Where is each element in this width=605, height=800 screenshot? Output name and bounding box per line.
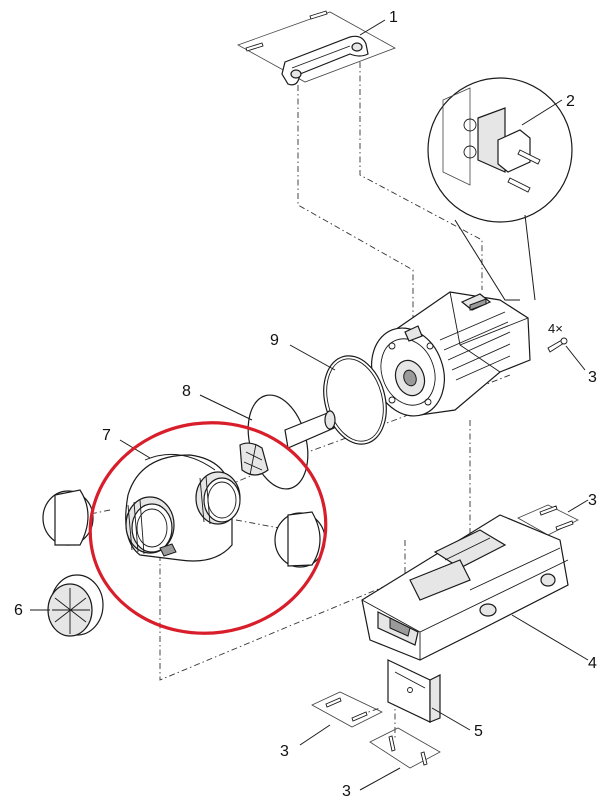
- motor-housing: [371, 291, 531, 417]
- label-3-bottom: 3: [342, 783, 351, 800]
- part-3-screw-top-right: [547, 337, 586, 371]
- highlight-ellipse: [88, 421, 328, 635]
- strainer-discs: [42, 489, 326, 568]
- label-3-bottom-left: 3: [280, 743, 289, 760]
- part-1-handle: [237, 10, 396, 86]
- label-3-right: 3: [588, 492, 597, 509]
- label-quantity-4x: 4×: [548, 321, 563, 336]
- part-4-base: [361, 514, 589, 661]
- label-9: 9: [270, 332, 279, 349]
- part-7-pump-housing: [119, 439, 241, 562]
- label-6: 6: [14, 602, 23, 619]
- label-7: 7: [102, 427, 111, 444]
- label-4: 4: [588, 655, 597, 672]
- part-3-screws-bottom: [359, 727, 441, 791]
- label-5: 5: [474, 723, 483, 740]
- part-3-screws-right: [517, 499, 589, 536]
- part-9-o-ring: [289, 344, 387, 445]
- label-2: 2: [566, 93, 575, 110]
- label-8: 8: [182, 383, 191, 400]
- part-labels: 1 2 4× 3 9 8 7 3 6 4 5 3 3: [14, 9, 597, 800]
- label-1: 1: [389, 9, 398, 26]
- part-2-detail-inset: [427, 77, 573, 301]
- label-3-top-right: 3: [588, 369, 597, 386]
- part-6-grille: [30, 574, 104, 637]
- part-3-screws-bottom-left: [299, 691, 383, 746]
- part-5-bracket: [387, 659, 471, 731]
